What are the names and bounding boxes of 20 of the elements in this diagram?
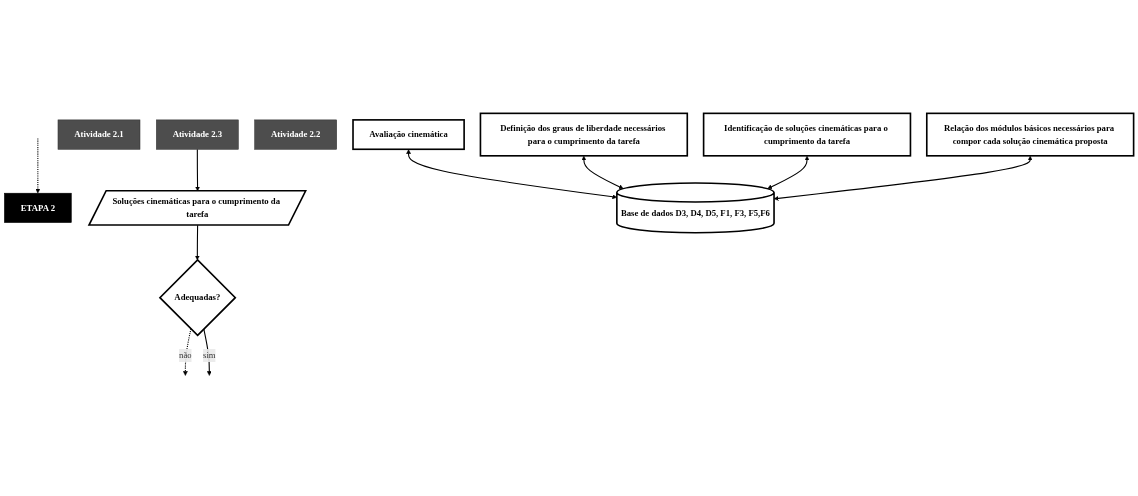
arrow: [195, 148, 200, 191]
arrow: [35, 137, 41, 194]
process-box: Identificação de soluções cinemáticas para o cumprimento da tarefa: [702, 112, 912, 157]
data-parallelogram: Soluções cinemáticas para o cumprimento da tarefa: [87, 189, 307, 226]
activity-box: Atividade 2.3: [156, 119, 239, 150]
process-box: Definição dos graus de liberdade necessários para o cumprimento da tarefa: [479, 112, 689, 157]
arrow: [406, 149, 618, 199]
decision-diamond: Adequadas?: [158, 258, 237, 337]
activity-box: Atividade 2.1: [57, 119, 141, 150]
arrow: [581, 155, 624, 189]
database-cylinder: Base de dados D3, D4, D5, F1, F3, F5,F6: [616, 181, 775, 234]
arrow: [203, 328, 212, 376]
arrow: [773, 155, 1033, 201]
arrow: [194, 224, 200, 260]
process-box: Relação dos módulos básicos necessários para compor cada solução cinemática proposta: [925, 112, 1135, 157]
arrow: [767, 155, 810, 189]
process-box: Avaliação cinemática: [352, 118, 465, 150]
stage-box: ETAPA 2: [4, 192, 72, 223]
activity-box: Atividade 2.2: [254, 119, 337, 150]
arrow: [182, 328, 192, 376]
